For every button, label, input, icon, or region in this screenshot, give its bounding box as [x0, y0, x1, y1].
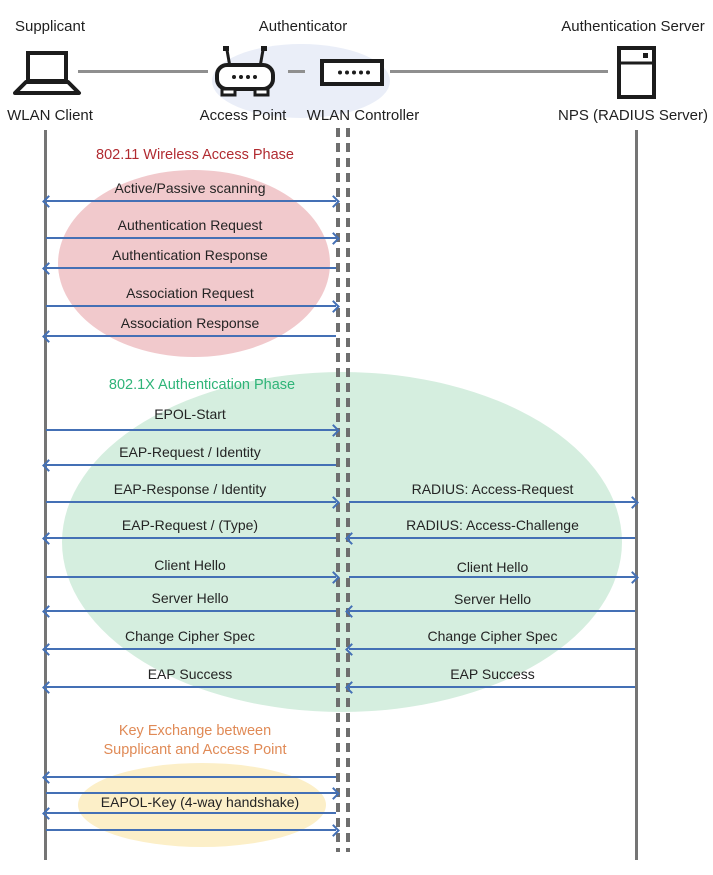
arrow-left — [345, 531, 635, 545]
message-label: Client Hello — [456, 559, 529, 575]
message-label: EAP-Request / (Type) — [121, 517, 259, 533]
message-label: Active/Passive scanning — [114, 180, 266, 196]
arrow-left — [345, 680, 635, 694]
message-label: Authentication Request — [117, 217, 263, 233]
arrow-left — [42, 261, 336, 275]
arrow-left — [42, 329, 336, 343]
phase2-ellipse — [62, 372, 622, 712]
laptop-icon — [12, 51, 82, 97]
arrow-left — [42, 806, 336, 820]
arrow-right — [46, 786, 340, 800]
lifeline-controller-dashed-2 — [346, 128, 350, 852]
arrow-left — [42, 604, 336, 618]
phase1-title: 802.11 Wireless Access Phase — [96, 147, 294, 163]
phase3-title-line1: Key Exchange between — [118, 723, 272, 739]
message-label: EAP-Response / Identity — [113, 481, 267, 497]
arrow-right — [349, 570, 639, 584]
arrow-left — [42, 770, 336, 784]
arrow-left — [345, 642, 635, 656]
connector-ap-controller — [288, 70, 305, 73]
message-label: Change Cipher Spec — [125, 628, 255, 644]
arrow-left — [42, 680, 336, 694]
role-authenticator: Authenticator — [258, 18, 348, 35]
message-label: Association Response — [120, 315, 260, 331]
lifeline-supplicant — [44, 130, 47, 860]
arrow-left — [345, 604, 635, 618]
lifeline-auth-server — [635, 130, 638, 860]
arrow-left — [42, 642, 336, 656]
arrow-right — [46, 299, 340, 313]
arrow-right — [46, 495, 340, 509]
connector-client-ap — [78, 70, 208, 73]
message-label: EPOL-Start — [154, 406, 226, 422]
message-label: Server Hello — [151, 590, 229, 606]
connector-controller-server — [390, 70, 608, 73]
role-authentication-server: Authentication Server — [561, 18, 705, 35]
device-wlan-controller: WLAN Controller — [306, 107, 420, 124]
arrow-left — [42, 458, 336, 472]
arrow-right — [46, 570, 340, 584]
message-label: Association Request — [126, 285, 254, 301]
arrow-right — [46, 231, 340, 245]
message-label: EAPOL-Key (4-way handshake) — [100, 794, 300, 810]
device-access-point: Access Point — [199, 107, 287, 124]
arrow-right — [349, 495, 639, 509]
arrow-right — [46, 823, 340, 837]
message-label: EAP Success — [450, 666, 535, 682]
phase3-title: Key Exchange between Supplicant and Acce… — [45, 722, 345, 760]
arrow-both — [42, 194, 340, 208]
arrow-right — [46, 423, 340, 437]
message-label: EAP-Request / Identity — [119, 444, 261, 460]
wlan-controller-icon — [320, 59, 384, 86]
message-label: Server Hello — [453, 591, 532, 607]
message-label: RADIUS: Access-Challenge — [406, 517, 579, 533]
message-label: Change Cipher Spec — [427, 628, 558, 644]
role-supplicant: Supplicant — [14, 18, 86, 35]
device-nps-radius: NPS (RADIUS Server) — [557, 107, 709, 124]
message-label: Authentication Response — [112, 247, 268, 263]
lifeline-controller-dashed-1 — [336, 128, 340, 852]
message-label: Client Hello — [154, 557, 226, 573]
access-point-icon — [214, 45, 278, 98]
phase3-title-line2: Supplicant and Access Point — [103, 742, 287, 758]
message-label: EAP Success — [147, 666, 233, 682]
arrow-left — [42, 531, 336, 545]
server-icon — [617, 46, 657, 100]
message-label: RADIUS: Access-Request — [411, 481, 574, 497]
phase2-title: 802.1X Authentication Phase — [108, 377, 296, 393]
device-wlan-client: WLAN Client — [7, 107, 93, 124]
